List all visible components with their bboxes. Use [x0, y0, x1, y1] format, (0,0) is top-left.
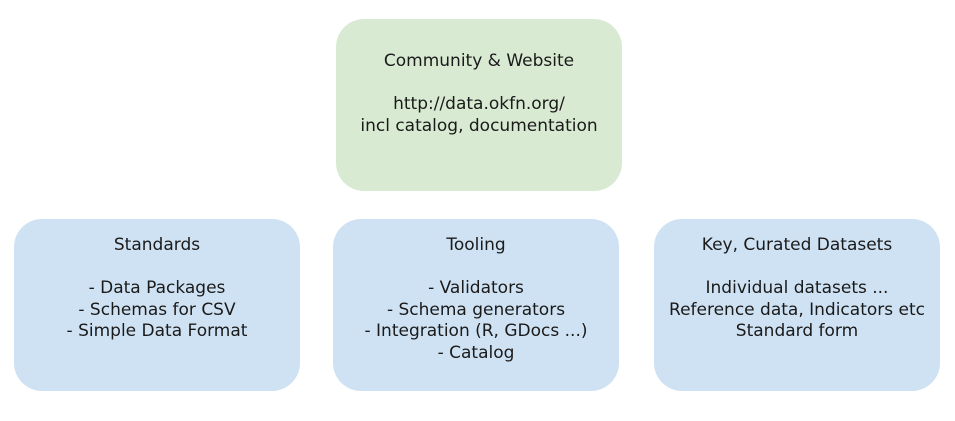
tooling-title: Tooling	[446, 235, 506, 255]
community-description: incl catalog, documentation	[360, 115, 598, 136]
standards-item-data-packages: - Data Packages	[88, 278, 226, 298]
datasets-item-standard-form: Standard form	[735, 321, 859, 341]
datasets-item-reference: Reference data, Indicators etc	[669, 299, 925, 320]
standards-box: Standards - Data Packages - Schemas for …	[14, 219, 300, 391]
standards-item-schemas-csv: - Schemas for CSV	[78, 299, 236, 320]
tooling-item-integration: - Integration (R, GDocs ...)	[364, 321, 588, 341]
standards-item-simple-data-format: - Simple Data Format	[66, 321, 248, 341]
datasets-item-individual: Individual datasets ...	[705, 278, 889, 298]
tooling-item-schema-generators: - Schema generators	[386, 299, 566, 320]
datasets-title: Key, Curated Datasets	[701, 235, 893, 255]
tooling-box: Tooling - Validators - Schema generators…	[333, 219, 619, 391]
community-url: http://data.okfn.org/	[393, 94, 565, 114]
curated-datasets-box: Key, Curated Datasets Individual dataset…	[654, 219, 940, 391]
community-website-box: Community & Website http://data.okfn.org…	[336, 19, 622, 191]
standards-title: Standards	[113, 235, 201, 255]
community-title: Community & Website	[383, 51, 575, 71]
tooling-item-catalog: - Catalog	[437, 342, 515, 363]
tooling-item-validators: - Validators	[428, 278, 524, 298]
